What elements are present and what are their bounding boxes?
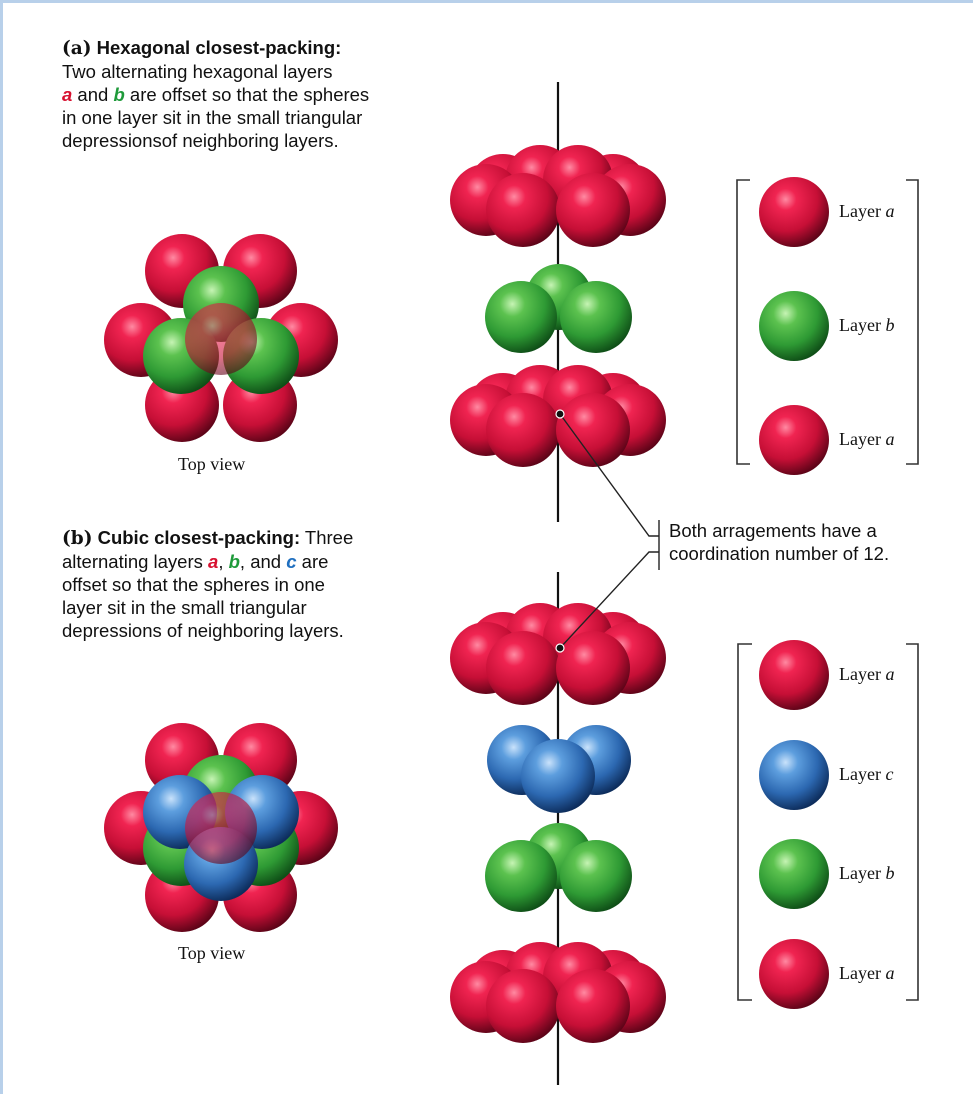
caption-ccp-line3: offset so that the spheres in one	[62, 574, 325, 595]
top-view-label-ccp: Top view	[178, 943, 246, 963]
legend-bracket-right-ccp	[906, 643, 919, 1001]
caption-ccp: (b) Cubic closest-packing: Three alterna…	[62, 526, 432, 642]
legend-spheres-ccp	[759, 640, 829, 1009]
layer-a-top-hcp	[450, 145, 666, 247]
layer-b-hcp	[485, 264, 632, 353]
top-view-label-hcp: Top view	[178, 454, 246, 474]
top-view-hcp	[104, 234, 338, 442]
part-label-b: (b)	[62, 528, 93, 549]
layer-c-ccp	[487, 725, 631, 813]
callout-line-hcp	[559, 413, 659, 537]
caption-hcp-line3: a and b are offset so that the spheres	[62, 84, 370, 105]
legend-label-ccp-4: Layer a	[839, 963, 895, 983]
caption-ccp-line2: alternating layers a, b, and c are	[62, 551, 329, 572]
callout-dot-ccp	[555, 643, 565, 653]
legend-bracket-left-hcp	[736, 179, 750, 465]
layer-a-bottom-ccp	[450, 942, 666, 1043]
legend-label-ccp-2: Layer c	[839, 764, 894, 784]
legend-label-ccp-3: Layer b	[839, 863, 895, 883]
legend-label-hcp-1: Layer a	[839, 201, 895, 221]
legend-label-ccp-1: Layer a	[839, 664, 895, 684]
callout-dot-hcp	[555, 409, 565, 419]
callout-line-ccp	[559, 551, 659, 649]
coordination-note: Both arragements have a coordination num…	[669, 519, 889, 565]
part-label-a: (a)	[62, 38, 92, 59]
coordination-note-line2: coordination number of 12.	[669, 543, 890, 564]
caption-hcp: (a) Hexagonal closest-packing: Two alter…	[62, 36, 412, 152]
layer-b-ccp	[485, 823, 632, 912]
layer-a-bottom-hcp	[450, 365, 666, 467]
legend-label-hcp-3: Layer a	[839, 429, 895, 449]
coordination-note-line1: Both arragements have a	[669, 520, 877, 541]
caption-hcp-line5: depressionsof neighboring layers.	[62, 130, 339, 151]
top-view-ccp	[104, 723, 338, 932]
caption-hcp-line2: Two alternating hexagonal layers	[62, 61, 333, 82]
legend-bracket-right-hcp	[906, 179, 919, 465]
caption-hcp-title-line: (a) Hexagonal closest-packing:	[62, 36, 412, 60]
layer-a-top-ccp	[450, 603, 666, 705]
caption-hcp-title: Hexagonal closest-packing:	[96, 37, 342, 58]
caption-hcp-line4: in one layer sit in the small triangular	[62, 107, 363, 128]
legend-spheres-hcp	[759, 177, 829, 475]
caption-ccp-line4: layer sit in the small triangular	[62, 597, 307, 618]
legend-label-hcp-2: Layer b	[839, 315, 895, 335]
caption-ccp-title-line: (b) Cubic closest-packing: Three	[62, 527, 354, 549]
legend-bracket-left-ccp	[737, 643, 752, 1001]
caption-ccp-line5: depressions of neighboring layers.	[62, 620, 344, 641]
caption-ccp-title: Cubic closest-packing:	[97, 527, 301, 548]
